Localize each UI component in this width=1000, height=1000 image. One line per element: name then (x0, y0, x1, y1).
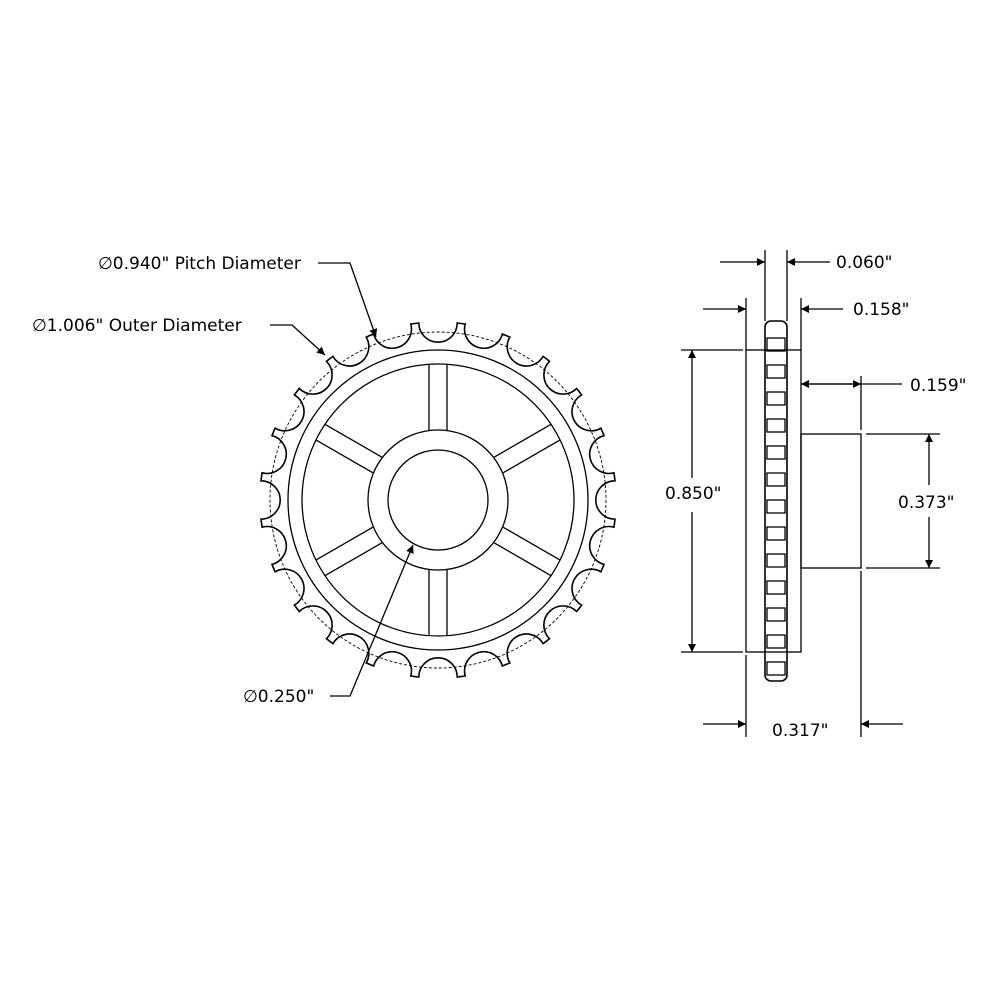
rim-inner-circle (301, 363, 575, 637)
dim-0373: 0.373" (866, 433, 955, 569)
bore-circle (387, 449, 489, 551)
tooth-band-mark (766, 553, 786, 568)
side-hub (800, 433, 862, 569)
pitch-circle (269, 331, 607, 669)
hub-circle (367, 429, 509, 571)
dim-0373-label: 0.373" (898, 493, 955, 513)
dim-0159: 0.159" (801, 376, 967, 430)
spoke-edge (324, 542, 383, 577)
pitch-diameter-callout: ∅0.940" Pitch Diameter (98, 254, 378, 338)
tooth-band-mark (766, 337, 786, 352)
front-view: ∅0.940" Pitch Diameter ∅1.006" Outer Dia… (32, 254, 616, 707)
tooth-band-marks (766, 337, 786, 676)
dim-0317: 0.317" (703, 571, 903, 741)
outer-diameter-label: ∅1.006" Outer Diameter (32, 316, 242, 336)
tooth-band-mark (766, 445, 786, 460)
side-flange (745, 349, 802, 653)
spoke-edge (315, 439, 374, 474)
tooth-band-mark (766, 661, 786, 676)
rim-outer-circle (287, 349, 589, 651)
dim-0850-label: 0.850" (665, 484, 722, 504)
spoke-edge (502, 439, 561, 474)
spoke-edge (493, 423, 552, 458)
dim-0060-label: 0.060" (836, 253, 893, 273)
tooth-band-mark (766, 499, 786, 514)
spoke-edge (502, 526, 561, 561)
outer-diameter-callout: ∅1.006" Outer Diameter (32, 316, 326, 356)
dim-0850: 0.850" (665, 349, 743, 653)
bore-label: ∅0.250" (243, 687, 314, 707)
spoke-edge (315, 526, 374, 561)
spoke-edge (324, 423, 383, 458)
dim-0060: 0.060" (720, 250, 893, 321)
bore-callout: ∅0.250" (243, 544, 414, 707)
tooth-band-mark (766, 607, 786, 622)
spokes (315, 364, 561, 636)
sprocket-outer-profile (260, 322, 616, 678)
dim-0317-label: 0.317" (772, 721, 829, 741)
tooth-band-mark (766, 472, 786, 487)
side-view: 0.060" 0.158" 0.159" 0.850" (665, 250, 967, 741)
pitch-diameter-label: ∅0.940" Pitch Diameter (98, 254, 301, 274)
side-tooth-band (764, 320, 788, 682)
tooth-band-mark (766, 580, 786, 595)
tooth-band-mark (766, 364, 786, 379)
tooth-band-mark (766, 526, 786, 541)
dim-0158: 0.158" (703, 298, 910, 350)
dim-0158-label: 0.158" (853, 300, 910, 320)
spoke-edge (493, 542, 552, 577)
dim-0159-label: 0.159" (910, 376, 967, 396)
tooth-band-mark (766, 418, 786, 433)
tooth-band-mark (766, 634, 786, 649)
tooth-band-mark (766, 391, 786, 406)
